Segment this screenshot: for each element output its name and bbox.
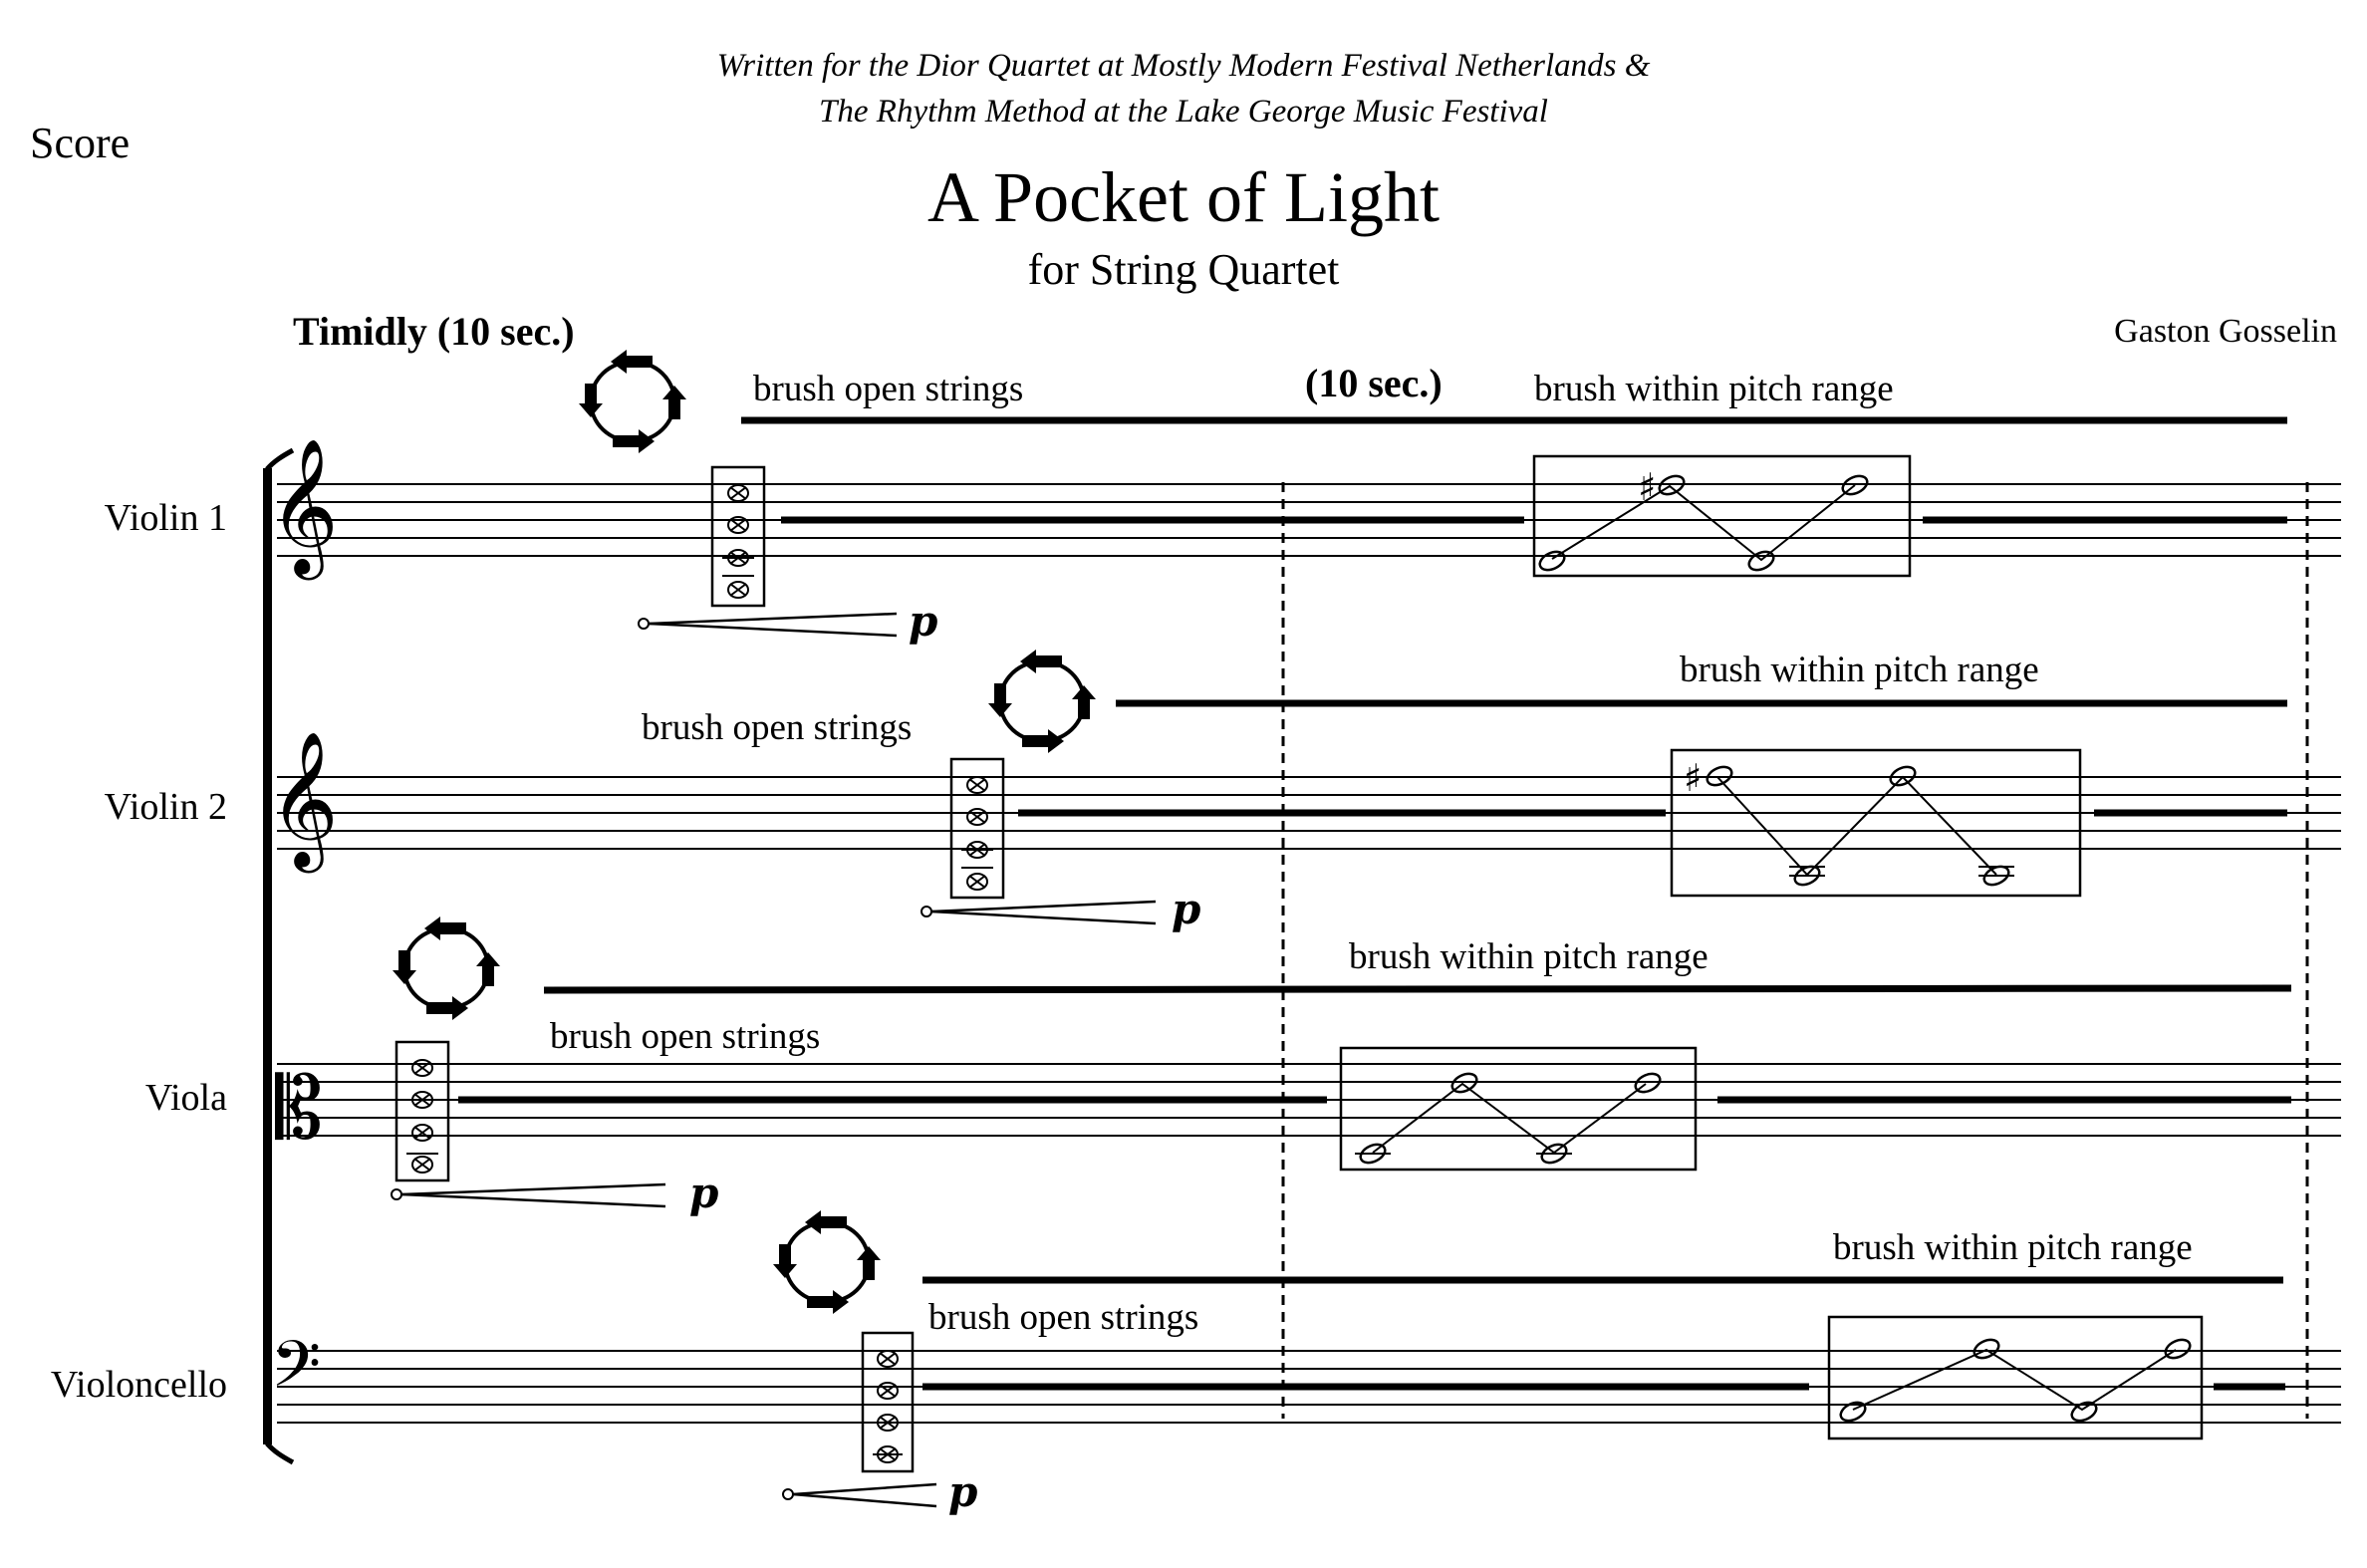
pitch-range-box xyxy=(1339,1046,1698,1172)
instrument-name: Viola xyxy=(145,1077,227,1119)
technique-label-2: brush within pitch range xyxy=(1680,650,2039,690)
treble-clef-icon: 𝄞 xyxy=(269,436,339,580)
technique-extension-line xyxy=(543,984,2292,994)
technique-label-2: brush within pitch range xyxy=(1534,369,1894,409)
staff-violin-2: Violin 2 𝄞 brush open strings brush with… xyxy=(105,650,2341,933)
system-bracket xyxy=(263,447,295,1465)
staff-viola: Viola 𝄡 brush open strings brush within … xyxy=(145,916,2341,1217)
technique-label-1: brush open strings xyxy=(928,1297,1198,1338)
pitch-range-box: ♯ xyxy=(1532,454,1912,578)
crescendo-hairpin xyxy=(638,612,898,638)
dynamic-marking: p xyxy=(1172,885,1200,933)
circular-bowing-icon xyxy=(773,1210,881,1314)
bass-clef-icon: 𝄢 xyxy=(271,1328,321,1418)
instrument-name: Violoncello xyxy=(51,1364,227,1406)
crescendo-hairpin xyxy=(391,1182,666,1208)
technique-label-1: brush open strings xyxy=(642,707,912,748)
instrument-name: Violin 1 xyxy=(105,497,227,539)
staff-violoncello: Violoncello 𝄢 brush open strings brush w… xyxy=(51,1210,2341,1516)
circular-bowing-icon xyxy=(393,916,500,1020)
dedication-line-1: Written for the Dior Quartet at Mostly M… xyxy=(717,48,1651,84)
open-strings-chord xyxy=(394,1040,450,1182)
page-title: A Pocket of Light xyxy=(927,157,1440,237)
alto-clef-icon: 𝄡 xyxy=(275,1059,323,1159)
dedication-line-2: The Rhythm Method at the Lake George Mus… xyxy=(819,94,1548,130)
tempo-marking: Timidly (10 sec.) xyxy=(293,309,575,354)
technique-label-2: brush within pitch range xyxy=(1833,1227,2193,1268)
technique-label-2: brush within pitch range xyxy=(1349,936,1709,977)
open-strings-chord xyxy=(710,465,766,608)
circular-bowing-icon xyxy=(988,650,1096,753)
technique-label-1: brush open strings xyxy=(753,369,1023,409)
section-duration: (10 sec.) xyxy=(1305,361,1443,405)
crescendo-hairpin xyxy=(782,1482,937,1508)
technique-label-1: brush open strings xyxy=(550,1016,820,1057)
open-strings-chord xyxy=(949,757,1005,900)
pitch-range-box xyxy=(1827,1315,2204,1440)
treble-clef-icon: 𝄞 xyxy=(269,729,339,873)
crescendo-hairpin xyxy=(920,900,1157,925)
score-label: Score xyxy=(30,119,130,167)
dynamic-marking: p xyxy=(689,1169,718,1217)
dynamic-marking: p xyxy=(909,597,937,646)
instrument-name: Violin 2 xyxy=(105,786,227,828)
dynamic-marking: p xyxy=(948,1467,977,1516)
sharp-icon: ♯ xyxy=(1684,756,1702,800)
pitch-range-box: ♯ xyxy=(1670,748,2082,898)
page-subtitle: for String Quartet xyxy=(1028,245,1340,294)
staff-violin-1: Violin 1 𝄞 brush open strings brush with… xyxy=(105,350,2341,646)
sharp-icon: ♯ xyxy=(1638,465,1656,509)
circular-bowing-icon xyxy=(579,350,686,453)
composer-name: Gaston Gosselin xyxy=(2114,313,2337,350)
open-strings-chord xyxy=(861,1331,915,1473)
